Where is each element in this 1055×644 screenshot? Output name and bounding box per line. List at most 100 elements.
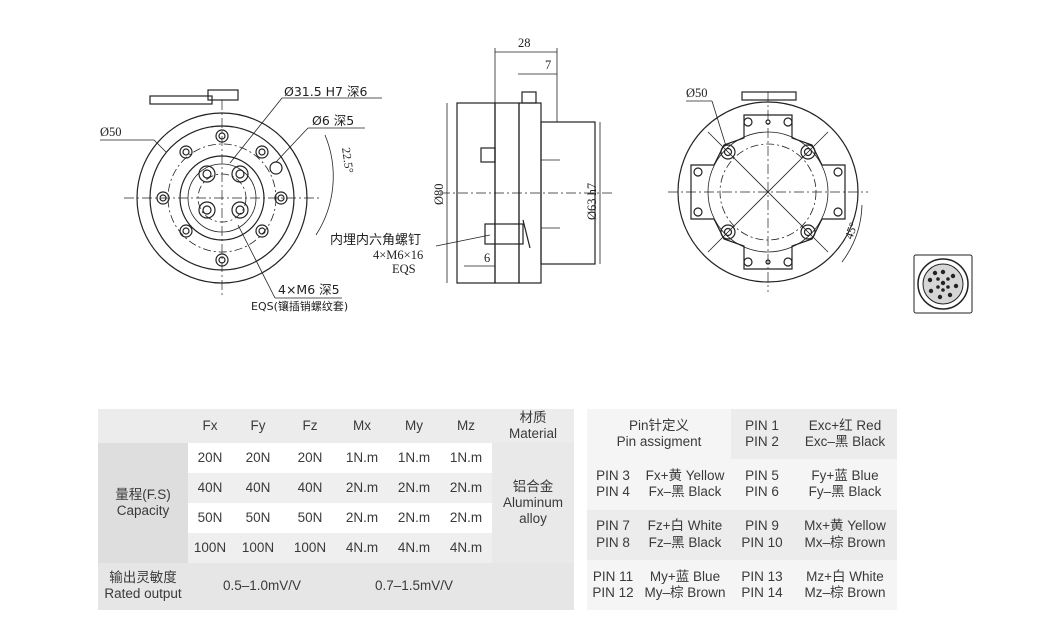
table-row: 40N 40N 40N 2N.m 2N.m 2N.m bbox=[98, 472, 574, 503]
table-cell: 40N bbox=[188, 472, 232, 503]
pin-signal: Fz+白 White bbox=[647, 518, 723, 534]
table-cell: 20N bbox=[232, 443, 284, 473]
pin-signal: Fx+黄 Yellow bbox=[645, 468, 725, 484]
pin-signal: Fx–黑 Black bbox=[648, 484, 722, 500]
table-cell: 2N.m bbox=[440, 472, 492, 503]
pin-signal: Mx+黄 Yellow bbox=[804, 518, 886, 534]
dim-hole: Ø6 深5 bbox=[312, 113, 354, 128]
pin-table: Pin针定义 Pin assigment PIN 1 PIN 2 Exc+红 R… bbox=[587, 409, 897, 610]
pin-signal-cell: Mx+黄 Yellow Mx–棕 Brown bbox=[793, 509, 897, 560]
back-view bbox=[668, 91, 868, 292]
capacity-label-en: Capacity bbox=[116, 502, 170, 518]
spec-header-fy: Fy bbox=[232, 409, 284, 443]
pin-signal-cell: Fz+白 White Fz–黑 Black bbox=[639, 509, 731, 560]
material-value: 铝合金 Aluminum alloy bbox=[492, 443, 574, 563]
pin-signal-cell: Fx+黄 Yellow Fx–黑 Black bbox=[639, 459, 731, 510]
pin-number-cell: PIN 13 PIN 14 bbox=[731, 559, 793, 610]
screw-label-3: EQS bbox=[392, 262, 416, 276]
pin-header-cn: Pin针定义 bbox=[628, 417, 689, 433]
spec-header-fz: Fz bbox=[284, 409, 336, 443]
pin-signal-cell: Exc+红 Red Exc–黑 Black bbox=[793, 409, 897, 460]
spec-header-row: Fx Fy Fz Mx My Mz 材质 Material bbox=[98, 409, 574, 443]
front-threaded-holes bbox=[198, 165, 249, 219]
table-cell: 1N.m bbox=[336, 443, 388, 473]
dim-outer-dia: Ø80 bbox=[432, 183, 446, 205]
pin-signal: Exc–黑 Black bbox=[804, 434, 886, 450]
capacity-label-cn: 量程(F.S) bbox=[115, 486, 171, 502]
pin-header-en: Pin assigment bbox=[616, 434, 702, 450]
output-label-en: Rated output bbox=[104, 586, 182, 602]
pin-signal-cell: Fy+蓝 Blue Fy–黑 Black bbox=[793, 459, 897, 510]
table-cell: 4N.m bbox=[388, 532, 440, 563]
dim-pilot: Ø63 h7 bbox=[585, 183, 599, 220]
pin-number: PIN 7 bbox=[596, 518, 630, 534]
dim-step: 7 bbox=[545, 58, 551, 72]
pin-number: PIN 5 bbox=[745, 468, 779, 484]
pin-number: PIN 9 bbox=[745, 518, 779, 534]
output-moment: 0.7–1.5mV/V bbox=[336, 562, 492, 610]
dim-back-pcd: Ø50 bbox=[686, 86, 708, 100]
dim-bore: Ø31.5 H7 深6 bbox=[284, 84, 367, 99]
technical-drawing: Ø31.5 H7 深6 Ø6 深5 Ø50 22.5° 4×M6 深5 EQS(… bbox=[100, 36, 973, 314]
material-cn: 铝合金 bbox=[512, 478, 554, 494]
side-view bbox=[435, 48, 612, 284]
pin-signal: Mz+白 White bbox=[806, 568, 884, 584]
table-row: 100N 100N 100N 4N.m 4N.m 4N.m bbox=[98, 532, 574, 563]
spec-header-my: My bbox=[388, 409, 440, 443]
dim-front-pcd: Ø50 bbox=[100, 125, 122, 139]
table-cell: 50N bbox=[284, 502, 336, 533]
output-force: 0.5–1.0mV/V bbox=[188, 562, 336, 610]
pin-signal: My+蓝 Blue bbox=[649, 568, 721, 584]
back-holes bbox=[693, 117, 843, 267]
pin-number-cell: PIN 11 PIN 12 bbox=[587, 559, 639, 610]
material-en-1: Aluminum bbox=[502, 494, 564, 510]
pin-number-cell: PIN 3 PIN 4 bbox=[587, 459, 639, 510]
table-cell: 20N bbox=[284, 443, 336, 473]
rated-output-row: 输出灵敏度 Rated output 0.5–1.0mV/V 0.7–1.5mV… bbox=[98, 562, 574, 610]
spec-header-empty bbox=[98, 409, 188, 443]
pin-signal: Fy+蓝 Blue bbox=[811, 468, 879, 484]
output-label-cn: 输出灵敏度 bbox=[109, 570, 177, 586]
material-header-en: Material bbox=[508, 426, 557, 441]
table-cell: 50N bbox=[188, 502, 232, 533]
front-view bbox=[100, 89, 382, 299]
pin-number: PIN 1 bbox=[745, 417, 779, 433]
spec-header-fx: Fx bbox=[188, 409, 232, 443]
table-cell: 2N.m bbox=[440, 502, 492, 533]
table-cell: 40N bbox=[284, 472, 336, 503]
table-cell: 2N.m bbox=[336, 472, 388, 503]
pin-header: Pin针定义 Pin assigment bbox=[587, 409, 731, 460]
pin-signal-cell: Mz+白 White Mz–棕 Brown bbox=[793, 559, 897, 610]
pin-signal: Mz–棕 Brown bbox=[804, 584, 886, 600]
screw-label-2: 4×M6×16 bbox=[373, 248, 423, 262]
table-row: 50N 50N 50N 2N.m 2N.m 2N.m bbox=[98, 502, 574, 533]
pin-number-cell: PIN 5 PIN 6 bbox=[731, 459, 793, 510]
table-cell: 1N.m bbox=[440, 443, 492, 473]
pin-signal: Fy–黑 Black bbox=[808, 484, 882, 500]
material-header-cn: 材质 bbox=[519, 409, 547, 425]
pin-signal: My–棕 Brown bbox=[644, 584, 726, 600]
table-cell: 1N.m bbox=[388, 443, 440, 473]
material-en-2: alloy bbox=[519, 510, 547, 526]
pin-number: PIN 8 bbox=[596, 534, 630, 550]
capacity-label: 量程(F.S) Capacity bbox=[98, 443, 188, 563]
pin-number: PIN 10 bbox=[741, 534, 783, 550]
dim-threads: 4×M6 深5 bbox=[278, 282, 340, 297]
table-row: PIN 11 PIN 12 My+蓝 Blue My–棕 Brown PIN 1… bbox=[587, 559, 897, 610]
table-cell: 100N bbox=[284, 532, 336, 563]
table-row: PIN 3 PIN 4 Fx+黄 Yellow Fx–黑 Black PIN 5… bbox=[587, 459, 897, 510]
connector-icon bbox=[913, 254, 973, 314]
pin-number: PIN 3 bbox=[596, 468, 630, 484]
screw-label-1: 内埋内六角螺钉 bbox=[330, 232, 421, 248]
table-cell: 100N bbox=[232, 532, 284, 563]
pin-number-cell: PIN 1 PIN 2 bbox=[731, 409, 793, 460]
dim-width: 28 bbox=[518, 36, 531, 50]
table-cell: 2N.m bbox=[388, 502, 440, 533]
pin-number: PIN 12 bbox=[592, 584, 634, 600]
pin-signal-cell: My+蓝 Blue My–棕 Brown bbox=[639, 559, 731, 610]
pin-number-cell: PIN 9 PIN 10 bbox=[731, 509, 793, 560]
table-cell: 2N.m bbox=[388, 472, 440, 503]
pin-number: PIN 6 bbox=[745, 484, 779, 500]
dim-front-angle: 22.5° bbox=[339, 146, 356, 174]
table-cell: 100N bbox=[188, 532, 232, 563]
